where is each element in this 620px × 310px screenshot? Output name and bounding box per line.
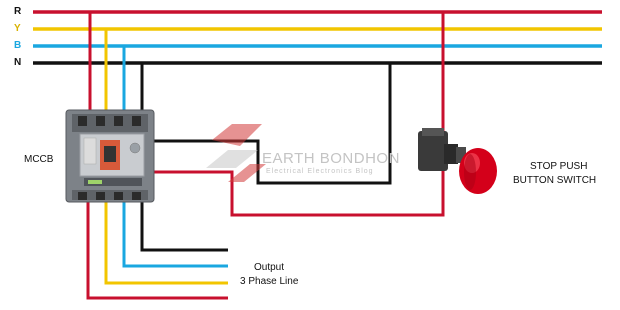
output-y — [104, 200, 228, 285]
switch-label-line2: BUTTON SWITCH — [513, 175, 597, 186]
output-label-line1: Output — [254, 262, 285, 273]
watermark-tagline: Electrical Electronics Blog — [266, 168, 374, 175]
phase-label-b: B — [14, 40, 22, 51]
output-r — [86, 200, 228, 300]
phase-label-y: Y — [14, 23, 21, 34]
control-red-wire — [150, 12, 445, 217]
output-n — [140, 200, 228, 252]
output-label-line2: 3 Phase Line — [240, 276, 299, 287]
stop-push-button-switch — [418, 128, 497, 194]
watermark-logo-icon — [206, 124, 266, 182]
phase-label-n: N — [14, 57, 22, 68]
phase-label-r: R — [14, 6, 22, 17]
watermark-brand: EARTH BONDHON — [262, 150, 400, 167]
switch-label-line1: STOP PUSH — [530, 161, 588, 172]
mccb-label: MCCB — [24, 154, 54, 165]
mccb-device — [65, 109, 155, 203]
output-b — [122, 200, 228, 268]
